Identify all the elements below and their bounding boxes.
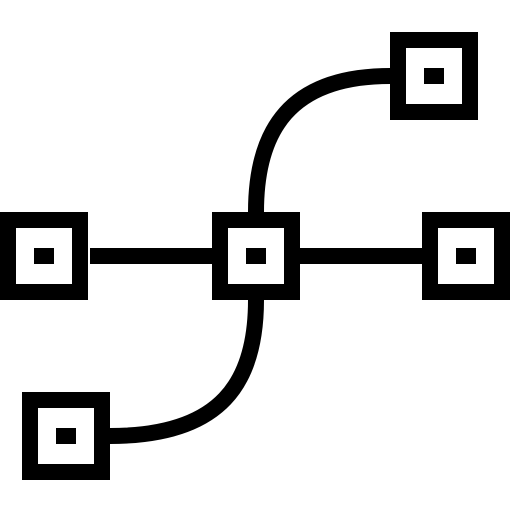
node-center (212, 212, 300, 300)
node-right-dot (456, 248, 476, 264)
curve-lower (109, 299, 264, 444)
node-top-right (390, 32, 478, 120)
curve-upper (248, 68, 391, 213)
node-left-dot (34, 248, 54, 264)
node-right (422, 212, 510, 300)
node-left (0, 212, 88, 300)
node-bottom-left (22, 392, 110, 480)
node-center-dot (246, 248, 266, 264)
node-top-right-dot (424, 68, 444, 84)
node-bottom-left-dot (56, 428, 76, 444)
